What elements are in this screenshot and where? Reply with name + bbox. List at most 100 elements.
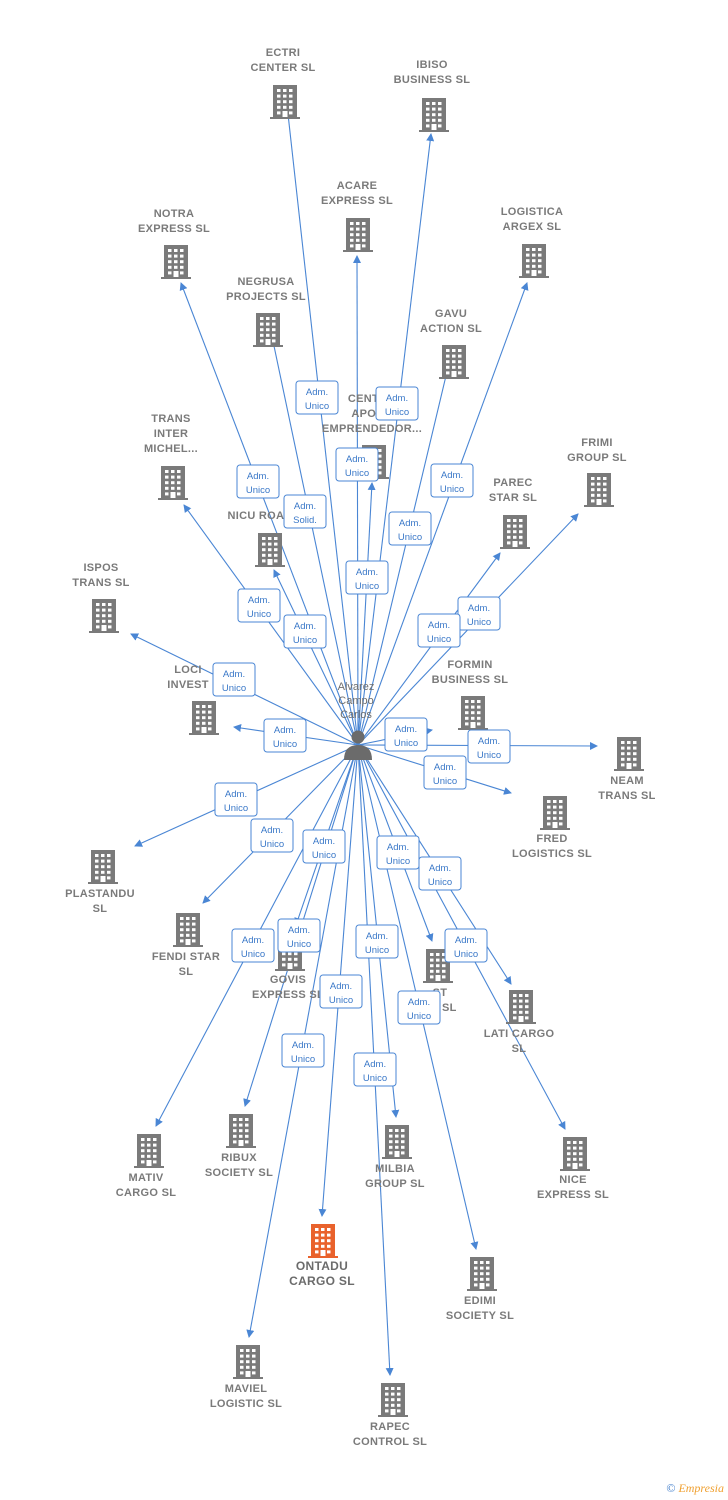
edge-role-label[interactable]: Adm.Unico <box>281 1033 325 1068</box>
company-name-line: RAPEC <box>370 1421 410 1433</box>
edge-role-text: Adm. <box>248 595 270 606</box>
edge-role-label[interactable]: Adm.Unico <box>335 447 379 482</box>
building-icon <box>255 533 285 567</box>
edge-role-label[interactable]: Adm.Unico <box>417 613 461 648</box>
edge-role-text: Unico <box>273 739 297 750</box>
edge-role-text: Adm. <box>242 935 264 946</box>
edge-acare <box>353 255 362 746</box>
company-name-line: EDIMI <box>464 1295 496 1307</box>
edge-role-label[interactable]: Adm. Unico <box>214 782 258 817</box>
person-name-line: Alvarez <box>338 681 375 693</box>
company-name-line: MICHEL... <box>144 443 198 455</box>
company-node-nicu[interactable]: NICU ROAD <box>227 510 292 567</box>
edge-role-label[interactable]: Adm.Unico <box>430 463 474 498</box>
edge-role-label[interactable]: Adm.Unico <box>212 662 256 697</box>
edge-role-text: Solid. <box>293 515 317 526</box>
edge-role-label[interactable]: Adm.Unico <box>283 614 327 649</box>
edge-role-label[interactable]: Adm.Unico <box>355 924 399 959</box>
building-icon <box>161 245 191 279</box>
company-name-line: FRED <box>536 833 567 845</box>
edge-role-label[interactable]: Adm.Unico <box>376 835 420 870</box>
edge-role-label[interactable]: Adm.Solid. <box>283 494 327 529</box>
edge-role-label[interactable]: Adm.Unico <box>237 588 281 623</box>
edge-role-label[interactable]: Adm.Unico <box>319 974 363 1009</box>
edge-role-label[interactable]: Adm.Unico <box>236 464 280 499</box>
building-icon <box>614 737 644 771</box>
company-name-line: ONTADU <box>296 1259 348 1273</box>
company-name-line: TRANS SL <box>72 577 129 589</box>
company-node-trans-inter[interactable]: TRANSINTERMICHEL... <box>144 413 198 500</box>
building-icon <box>134 1134 164 1168</box>
edge-role-text: Unico <box>428 877 452 888</box>
edge-role-text: Adm. <box>455 935 477 946</box>
company-name-line: PLASTANDU <box>65 888 135 900</box>
edge-role-text: Adm. <box>478 736 500 747</box>
building-icon <box>506 990 536 1024</box>
building-icon <box>308 1224 338 1258</box>
building-icon <box>500 515 530 549</box>
edge-role-text: Adm. <box>225 789 247 800</box>
edge-role-label[interactable]: Adm.Unico <box>397 990 441 1025</box>
edge-role-label[interactable]: Adm.Unico <box>231 928 275 963</box>
edge-role-label[interactable]: Adm.Unico <box>277 918 321 953</box>
person-name-line: Carlos <box>340 709 372 721</box>
building-icon <box>158 466 188 500</box>
edge-role-label[interactable]: Adm.Unico <box>384 717 428 752</box>
edge-role-label[interactable]: Adm.Unico <box>250 818 294 853</box>
edge-role-text: Adm. <box>428 620 450 631</box>
edge-role-text: Unico <box>224 803 248 814</box>
edge-role-label[interactable]: Adm.Unico <box>295 380 339 415</box>
edge-role-label[interactable]: Adm.Unico <box>302 829 346 864</box>
edge-role-label[interactable]: Adm.Unico <box>423 755 467 790</box>
edge-role-label[interactable]: Adm.Unico <box>388 511 432 546</box>
company-name-line: SL <box>512 1043 527 1055</box>
edge-role-label[interactable]: Adm.Unico <box>444 928 488 963</box>
building-icon <box>253 313 283 347</box>
edge-negrusa <box>267 326 359 746</box>
building-icon <box>89 599 119 633</box>
copyright-icon: © <box>666 1481 676 1495</box>
company-name-line: TRANS <box>151 413 190 425</box>
edge-role-text: Unico <box>363 1073 387 1084</box>
company-name-line: SL <box>179 966 194 978</box>
edge-role-label[interactable]: Adm.Unico <box>375 386 419 421</box>
company-name-line: GROUP SL <box>365 1178 425 1190</box>
footer-brand[interactable]: © Empresia <box>666 1481 724 1496</box>
edge-role-label[interactable]: Adm.Unico <box>457 596 501 631</box>
edge-role-label[interactable]: Adm.Unico <box>418 856 462 891</box>
company-name-line: EXPRESS SL <box>252 989 324 1001</box>
edge-role-label[interactable]: Adm.Unico <box>353 1052 397 1087</box>
company-name-line: FRIMI <box>581 437 612 449</box>
edge-role-label[interactable]: Adm.Unico <box>263 718 307 753</box>
edge-role-label[interactable]: Adm.Unico <box>467 729 511 764</box>
company-name-line: BUSINESS SL <box>394 74 471 86</box>
edge-role-label[interactable]: Adm.Unico <box>345 560 389 595</box>
